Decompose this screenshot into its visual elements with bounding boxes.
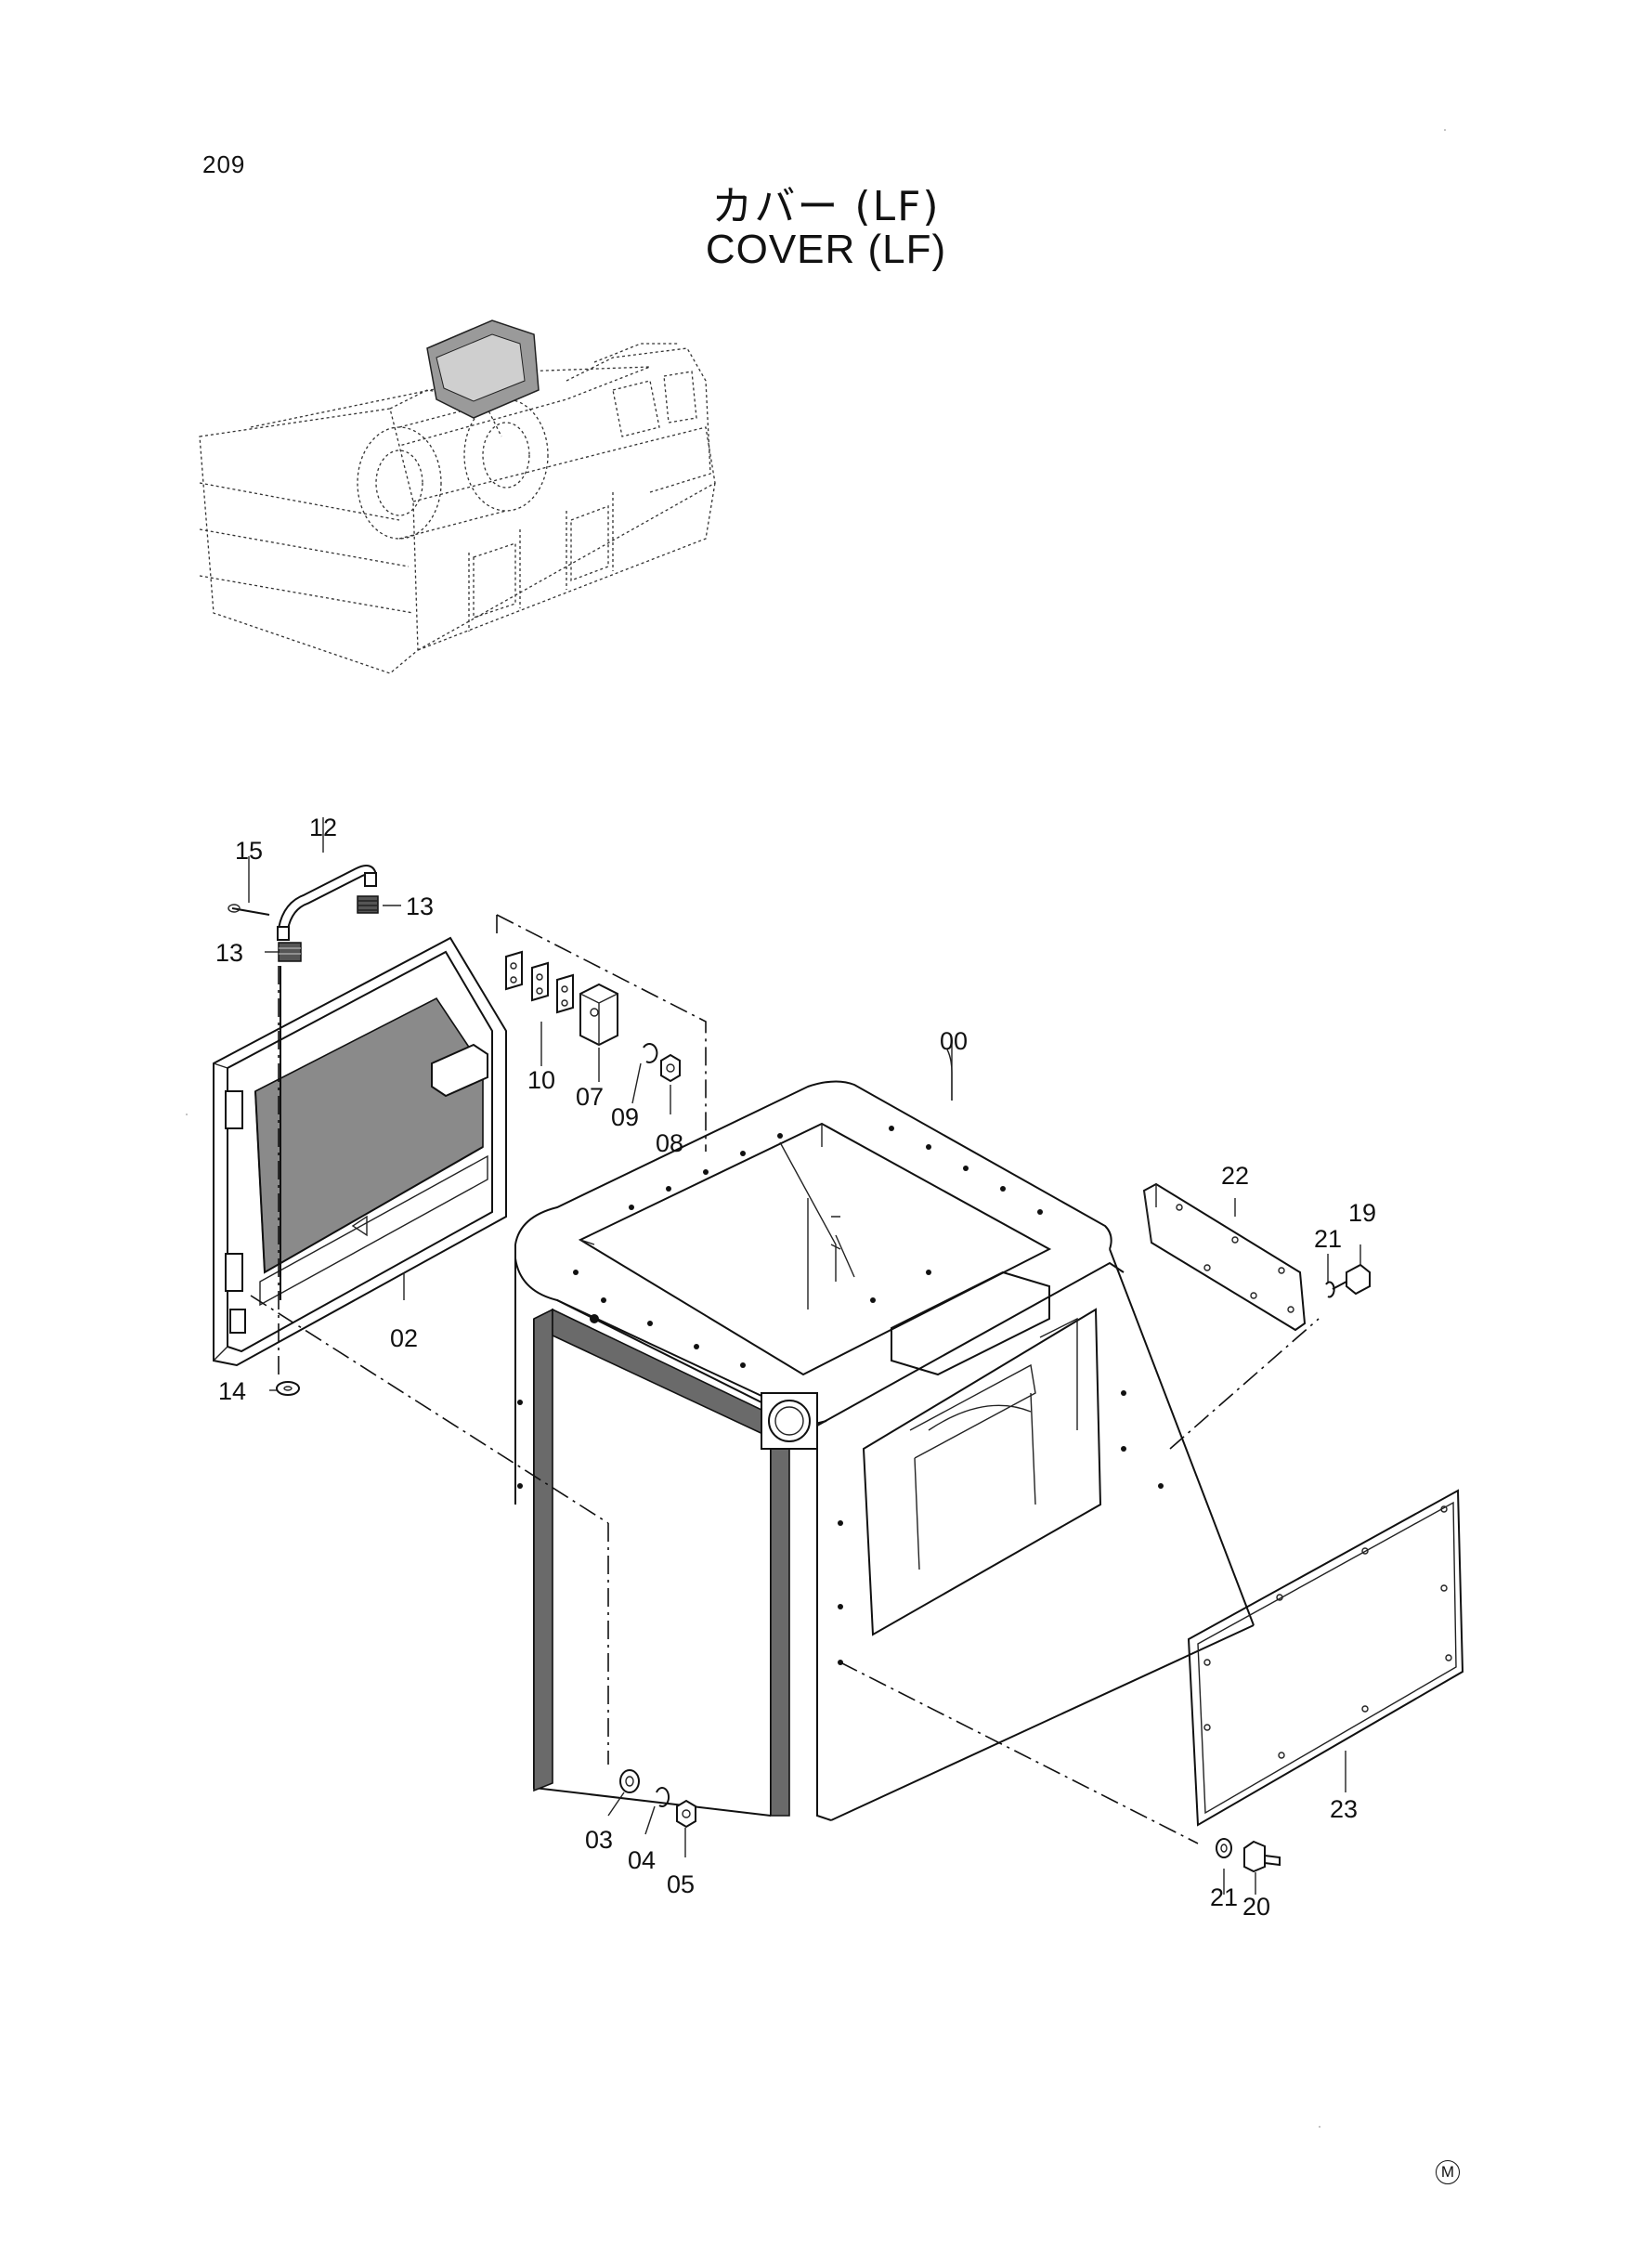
label-05: 05 [667,1870,695,1898]
label-10: 10 [527,1066,555,1094]
label-20: 20 [1242,1893,1270,1921]
split-pin-15 [228,904,270,916]
cover-plate-22 [1142,1182,1307,1332]
part-labels: 00 02 03 04 05 07 08 09 10 12 13 13 14 1… [215,814,1376,1921]
label-03: 03 [585,1826,613,1854]
bolt-19 [1332,1263,1371,1296]
nut-13-lower [278,942,302,962]
cover-plate-23 [1187,1489,1464,1827]
label-09: 09 [611,1103,639,1131]
machine-overview-illustration [199,319,716,674]
page-number: 209 [202,150,246,178]
leader-lines [248,817,1361,1895]
label-00: 00 [940,1027,968,1055]
door-02 [213,936,507,1367]
label-02: 02 [390,1324,418,1352]
nut-08 [660,1053,681,1083]
label-13-lower: 13 [215,939,243,967]
label-21-upper: 21 [1314,1225,1342,1253]
label-15: 15 [235,837,263,865]
washer-21-lower [1216,1838,1232,1858]
label-22: 22 [1221,1162,1249,1190]
registered-mark: M [1436,2160,1460,2184]
label-07: 07 [576,1083,604,1111]
label-23: 23 [1330,1795,1358,1823]
bolt-holes [517,1126,1164,1665]
label-12: 12 [309,814,337,841]
washer-14 [276,1381,300,1396]
label-04: 04 [628,1846,656,1874]
handle-12 [277,865,377,941]
cover-enclosure-00 [514,1080,1255,1821]
label-21-lower: 21 [1210,1883,1238,1911]
label-19: 19 [1348,1199,1376,1227]
title-japanese: カバー (LF) [711,183,941,230]
nut-05 [676,1799,696,1829]
assembly-lines [250,914,1320,1844]
label-08: 08 [656,1129,683,1157]
label-14: 14 [218,1377,246,1405]
lockwasher-04 [656,1787,670,1807]
washer-03 [619,1769,640,1793]
title-english: COVER (LF) [705,227,947,272]
bracket-07 [579,983,618,1047]
bolt-20 [1243,1840,1281,1873]
washer-21-upper [1325,1281,1335,1298]
nut-13-upper [357,895,379,914]
plates-10 [505,950,574,1014]
washer-09 [643,1042,658,1063]
label-13-upper: 13 [406,892,434,920]
